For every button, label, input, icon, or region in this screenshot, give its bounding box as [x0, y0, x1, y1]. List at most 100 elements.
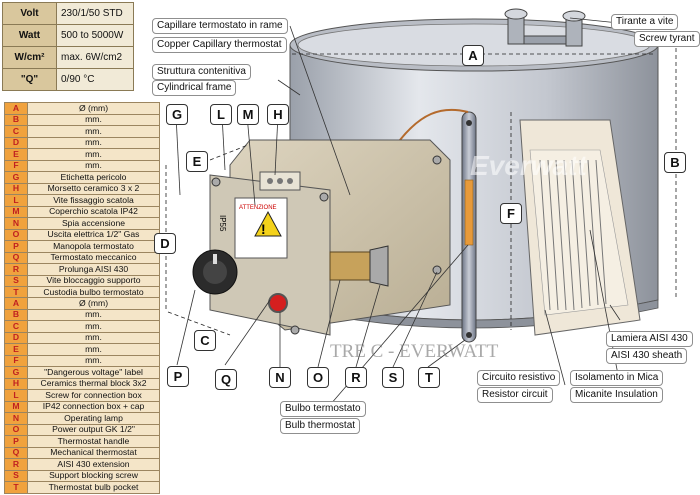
legend-letter: L [4, 194, 28, 207]
legend-text: Mechanical thermostat [27, 446, 160, 459]
mica-label-it: Isolamento in Mica [570, 370, 664, 386]
warning-label-text: ATTENZIONE [239, 205, 277, 211]
legend-text: mm. [27, 148, 160, 161]
legend-text: Termostato meccanico [27, 251, 160, 264]
legend-letter: G [4, 171, 28, 184]
frame-label-en: Cylindrical frame [152, 80, 237, 96]
legend-text: Prolunga AISI 430 [27, 263, 160, 276]
legend-text: Thermostat handle [27, 435, 160, 448]
spec-key: Watt [2, 24, 57, 47]
legend-text: Ceramics thermal block 3x2 [27, 377, 160, 390]
legend-text: Morsetto ceramico 3 x 2 [27, 182, 160, 195]
legend-row: G"Dangerous voltage" label [4, 366, 160, 379]
connection-box: ! ATTENZIONE IP55 [209, 139, 451, 336]
legend-letter: H [4, 377, 28, 390]
marker-c: C [194, 330, 216, 351]
mica-label-en: Micanite Insulation [570, 387, 663, 403]
power-output-gland [329, 245, 389, 287]
legend-letter: N [4, 412, 28, 425]
spec-key: W/cm² [2, 46, 57, 69]
marker-a: A [462, 45, 484, 66]
legend-text: Vite fissaggio scatola [27, 194, 160, 207]
legend-letter: R [4, 263, 28, 276]
legend-letter: Q [4, 446, 28, 459]
thermostat-bulb-pocket [461, 111, 477, 343]
spec-value: 0/90 °C [56, 68, 134, 91]
legend-letter: F [4, 354, 28, 367]
legend-letter: P [4, 435, 28, 448]
marker-q: Q [215, 369, 237, 390]
legend-letter: B [4, 308, 28, 321]
legend-text: Screw for connection box [27, 389, 160, 402]
marker-o: O [307, 367, 329, 388]
legend-text: IP42 connection box + cap [27, 400, 160, 413]
spec-key: "Q" [2, 68, 57, 91]
marker-h: H [267, 104, 289, 125]
legend-text: Coperchio scatola IP42 [27, 205, 160, 218]
legend-letter: S [4, 469, 28, 482]
legend-letter: M [4, 205, 28, 218]
marker-n: N [269, 367, 291, 388]
legend-text: Etichetta pericolo [27, 171, 160, 184]
tyrant-label-it: Tirante a vite [611, 14, 679, 30]
legend-letter: C [4, 125, 28, 138]
legend-letter: N [4, 217, 28, 230]
legend-letter: E [4, 343, 28, 356]
legend-letter: C [4, 320, 28, 333]
legend-letter: T [4, 481, 28, 494]
legend-text: mm. [27, 159, 160, 172]
frame-label-it: Struttura contenitiva [152, 64, 251, 80]
legend-letter: E [4, 148, 28, 161]
legend-letter: D [4, 136, 28, 149]
marker-e: E [186, 151, 208, 172]
legend-text: Uscita elettrica 1/2" Gas [27, 228, 160, 241]
bulb-label-it: Bulbo termostato [280, 401, 366, 417]
marker-t: T [418, 367, 440, 388]
legend-letter: S [4, 274, 28, 287]
legend-letter: Q [4, 251, 28, 264]
marker-g: G [166, 104, 188, 125]
watermark-text: TRE C - EVERWATT [330, 341, 499, 362]
spec-value: 500 to 5000W [56, 24, 134, 47]
legend-letter: G [4, 366, 28, 379]
marker-f: F [500, 203, 522, 224]
legend-text: mm. [27, 308, 160, 321]
marker-s: S [382, 367, 404, 388]
tyrant-label-en: Screw tyrant [634, 31, 700, 47]
legend-text: Spia accensione [27, 217, 160, 230]
legend-text: Power output GK 1/2" [27, 423, 160, 436]
sheet-label-en: AISI 430 sheath [606, 348, 688, 364]
legend-letter: B [4, 113, 28, 126]
resistor-panel [519, 119, 641, 336]
spec-key: Volt [2, 2, 57, 25]
circuit-label-en: Resistor circuit [477, 387, 553, 403]
capillary-label-it: Capillare termostato in rame [152, 18, 288, 34]
capillary-label-en: Copper Capillary thermostat [152, 37, 287, 53]
brand-mark: Everwatt [470, 150, 588, 181]
